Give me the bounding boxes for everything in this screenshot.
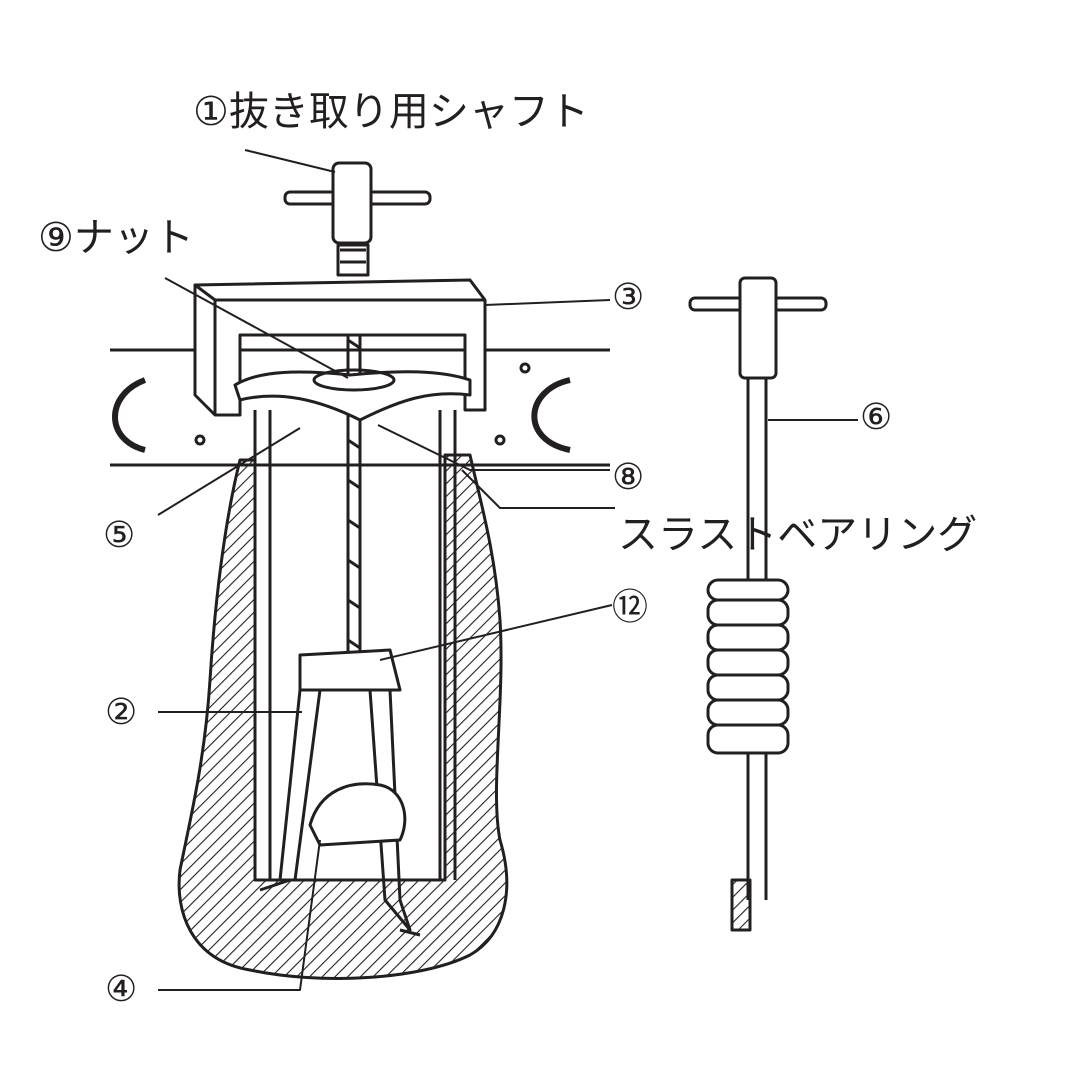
label-thrust-bearing: スラストベアリング — [618, 512, 978, 558]
crossbar — [193, 278, 487, 417]
label-part-4: ④ — [105, 969, 138, 1010]
label-nut: ⑨ナット — [38, 215, 194, 261]
label-part-5: ⑤ — [103, 515, 136, 556]
label-part-8: ⑧ — [612, 457, 645, 498]
extraction-shaft — [283, 161, 432, 660]
slide-hammer — [688, 276, 828, 932]
yoke — [233, 368, 472, 880]
label-extraction-shaft: ①抜き取り用シャフト — [193, 89, 589, 135]
label-part-3: ③ — [612, 277, 645, 318]
label-part-12: ⑫ — [612, 587, 649, 628]
housing-ground — [110, 348, 610, 980]
label-part-6: ⑥ — [860, 397, 893, 438]
leader-lines — [157, 149, 858, 991]
label-part-2: ② — [105, 692, 138, 733]
puller-jaws — [259, 648, 421, 937]
